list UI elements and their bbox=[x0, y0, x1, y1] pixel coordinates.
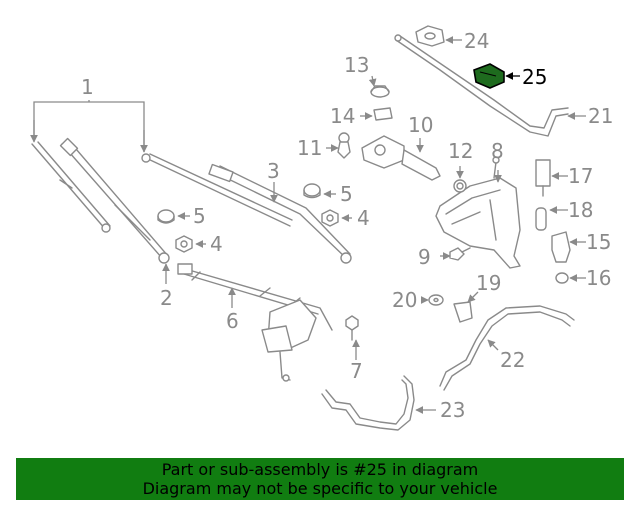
part-6-wiper-motor-linkage bbox=[177, 263, 333, 382]
part-12-grommet bbox=[453, 166, 467, 193]
part-22-hose bbox=[439, 305, 575, 391]
part-4-nut-left bbox=[175, 235, 206, 253]
part-15-pump bbox=[551, 231, 586, 263]
part-13-plug bbox=[368, 75, 390, 98]
part-25-highlighted[interactable] bbox=[473, 63, 520, 89]
part-17-pump bbox=[535, 159, 568, 197]
part-10-adapter bbox=[361, 135, 441, 181]
part-5-cap-mid bbox=[303, 183, 336, 199]
part-24-clip bbox=[415, 25, 462, 47]
part-3-wiper-arm bbox=[141, 153, 352, 264]
callout-18: 18 bbox=[568, 198, 593, 222]
callout-12: 12 bbox=[448, 139, 473, 163]
part-14-grommet bbox=[360, 107, 393, 121]
callout-11: 11 bbox=[297, 136, 322, 160]
banner-line-2: Diagram may not be specific to your vehi… bbox=[142, 479, 498, 498]
callout-3: 3 bbox=[267, 159, 280, 183]
callout-25: 25 bbox=[522, 65, 547, 89]
callout-5: 5 bbox=[193, 204, 206, 228]
part-7-bolt bbox=[345, 315, 360, 360]
callout-21: 21 bbox=[588, 104, 613, 128]
part-18-seal bbox=[535, 206, 568, 231]
banner-line-1: Part or sub-assembly is #25 in diagram bbox=[161, 460, 479, 479]
part-11-clip bbox=[326, 132, 351, 159]
callout-labels: 1 2 3 4 4 5 5 5 6 7 8 9 10 11 12 13 14 1… bbox=[81, 29, 613, 422]
callout-19: 19 bbox=[476, 271, 501, 295]
parts-diagram: 1 2 3 4 4 5 5 5 6 7 8 9 10 11 12 13 14 1… bbox=[30, 25, 613, 431]
part-4-nut-mid bbox=[321, 209, 352, 227]
callout-22: 22 bbox=[500, 348, 525, 372]
callout-7: 7 bbox=[350, 359, 363, 383]
callout-10: 10 bbox=[408, 113, 433, 137]
part-9-bolt bbox=[440, 247, 471, 261]
callout-6: 6 bbox=[226, 309, 239, 333]
callout-8: 8 bbox=[491, 139, 504, 163]
callout-1: 1 bbox=[81, 75, 94, 99]
part-19-nozzle bbox=[453, 291, 479, 323]
info-banner: Part or sub-assembly is #25 in diagram D… bbox=[16, 458, 624, 500]
part-5-cap-left bbox=[157, 209, 190, 224]
callout-9: 9 bbox=[418, 245, 431, 269]
callout-4: 4 bbox=[210, 232, 223, 256]
callout-13: 13 bbox=[344, 53, 369, 77]
part-1-wiper-arms bbox=[30, 100, 170, 264]
callout-23: 23 bbox=[440, 398, 465, 422]
part-20-washer bbox=[420, 294, 444, 306]
callout-4: 4 bbox=[357, 206, 370, 230]
callout-17: 17 bbox=[568, 164, 593, 188]
callout-2: 2 bbox=[160, 286, 173, 310]
callout-15: 15 bbox=[586, 230, 611, 254]
part-16-grommet bbox=[555, 272, 586, 284]
part-23-hose bbox=[321, 375, 436, 431]
callout-24: 24 bbox=[464, 29, 489, 53]
callout-20: 20 bbox=[392, 288, 417, 312]
part-21-hose bbox=[394, 34, 586, 137]
callout-14: 14 bbox=[330, 104, 355, 128]
callout-5: 5 bbox=[340, 182, 353, 206]
callout-16: 16 bbox=[586, 266, 611, 290]
part-8-washer-reservoir bbox=[435, 156, 521, 269]
